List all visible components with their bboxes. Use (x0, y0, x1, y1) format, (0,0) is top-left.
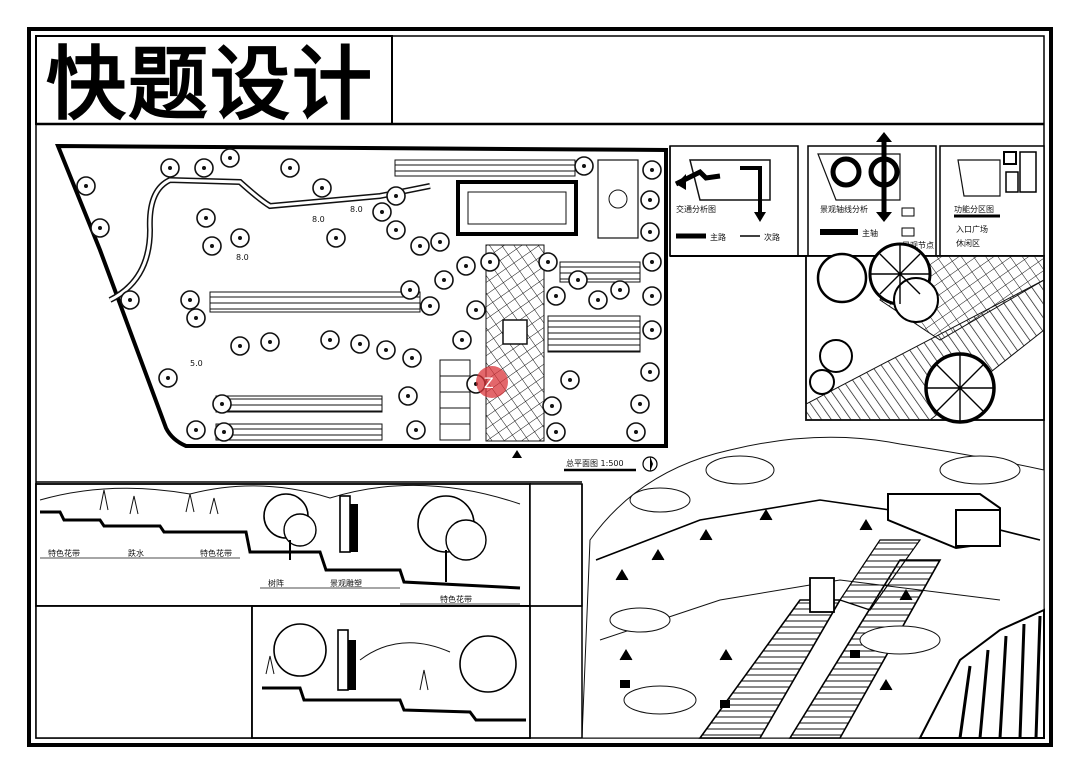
planting-band (394, 159, 576, 177)
section-label: 特色花带 (440, 594, 472, 604)
sheet-title: 快题设计 (46, 38, 374, 131)
diagram-legend: 主路 (710, 232, 726, 242)
north-arrow-icon (642, 456, 658, 472)
title-block: 快题设计 (35, 35, 1044, 131)
plan-label: 5.0 (190, 359, 203, 368)
section-elevation: 特色花带 跌水 特色花带 树阵 景观雕塑 特色花带 (35, 483, 583, 607)
plan-court (597, 159, 639, 239)
diagram-caption: 景观轴线分析 (820, 204, 868, 214)
analysis-panel: 交通分析图 主路 次路 景观轴线分析 主轴 景观节点 (669, 132, 1045, 257)
plan-caption: 总平面图 1:500 (566, 458, 624, 468)
planting-band (215, 423, 383, 441)
diagram-legend: 休闲区 (956, 238, 980, 248)
aerial-vegetation (609, 455, 1021, 715)
traffic-diagram: 交通分析图 主路 次路 (674, 159, 780, 242)
section-label: 景观雕塑 (330, 578, 362, 588)
section-label: 特色花带 (200, 548, 232, 558)
section-label: 跌水 (128, 548, 144, 558)
diagram-caption: 功能分区图 (954, 204, 994, 214)
axis-diagram: 景观轴线分析 主轴 景观节点 (817, 132, 934, 250)
diagram-legend: 景观节点 (902, 241, 934, 250)
detail-tree-icon (809, 242, 996, 424)
plan-steps (439, 359, 471, 441)
section-trees (99, 489, 487, 582)
plan-label: 8.0 (312, 215, 325, 224)
diagram-legend: 次路 (764, 232, 780, 242)
site-plan: 8.0 8.0 8.0 5.0 Z 总平面图 1:500 (55, 143, 668, 472)
zoning-diagram: 功能分区图 入口广场 休闲区 (954, 151, 1037, 248)
svg-text:Z: Z (484, 376, 494, 392)
section-detail (35, 605, 531, 739)
diagram-caption: 交通分析图 (676, 204, 716, 214)
diagram-legend: 入口广场 (956, 224, 988, 234)
planting-band (215, 395, 383, 413)
planting-band (547, 315, 641, 353)
aerial-perspective (581, 436, 1045, 739)
section-label: 特色花带 (48, 548, 80, 558)
plan-label: 8.0 (236, 253, 249, 262)
diagram-legend: 主轴 (862, 228, 878, 238)
plan-label: 8.0 (350, 205, 363, 214)
detail-plan (805, 242, 1045, 424)
watermark-logo (476, 366, 508, 398)
outer-border (27, 27, 1053, 747)
planting-band (209, 291, 421, 313)
section-label: 树阵 (268, 578, 284, 588)
